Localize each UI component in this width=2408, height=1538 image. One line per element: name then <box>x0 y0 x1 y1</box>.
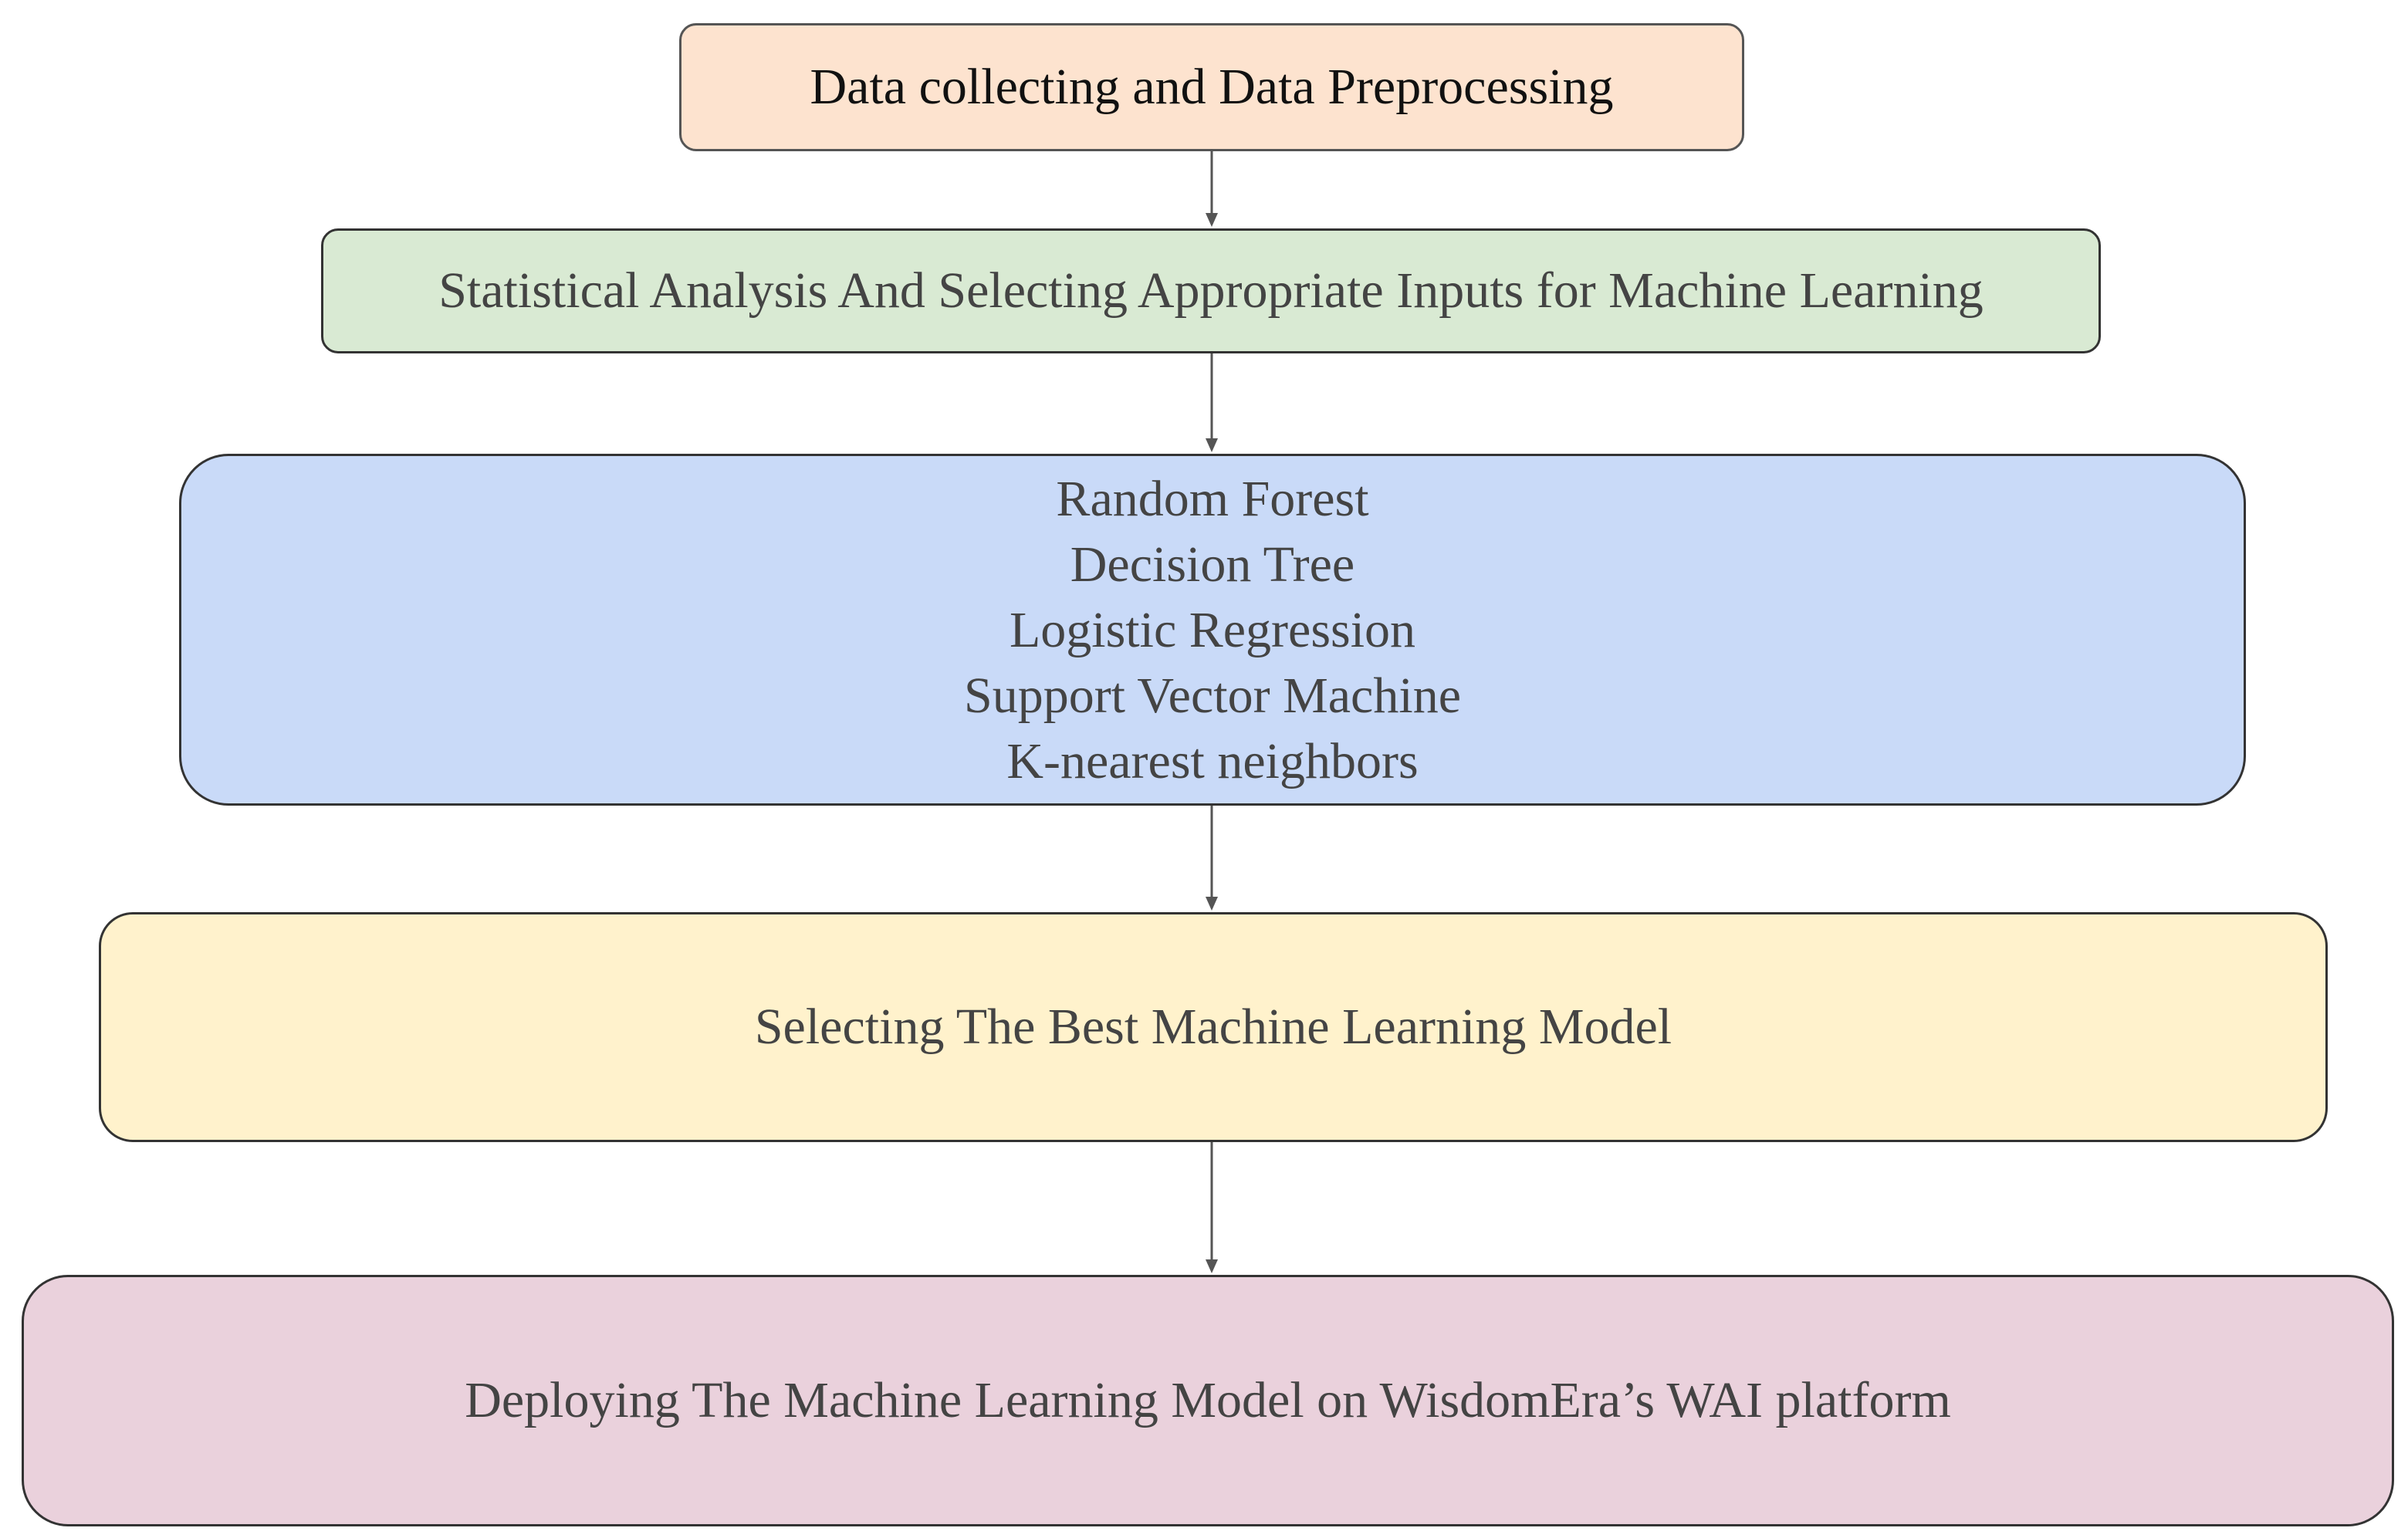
algorithm-logistic-regression: Logistic Regression <box>1009 601 1416 658</box>
step-model-selection: Selecting The Best Machine Learning Mode… <box>99 912 2328 1142</box>
arrow-step1-to-step2 <box>1206 151 1218 227</box>
step-statistical-analysis-label: Statistical Analysis And Selecting Appro… <box>438 262 1984 319</box>
algorithm-decision-tree: Decision Tree <box>1070 536 1355 593</box>
arrow-step2-to-step3 <box>1206 353 1218 452</box>
algorithm-support-vector-machine: Support Vector Machine <box>964 667 1461 724</box>
arrow-step3-to-step4 <box>1206 806 1218 911</box>
step-model-deployment-label: Deploying The Machine Learning Model on … <box>465 1372 1951 1428</box>
step-ml-algorithms: Random Forest Decision Tree Logistic Reg… <box>179 454 2246 806</box>
step-model-deployment: Deploying The Machine Learning Model on … <box>22 1275 2394 1526</box>
algorithm-k-nearest-neighbors: K-nearest neighbors <box>1006 732 1419 789</box>
step-model-selection-label: Selecting The Best Machine Learning Mode… <box>754 999 1672 1055</box>
step-data-collection-label: Data collecting and Data Preprocessing <box>810 59 1614 115</box>
arrow-step4-to-step5 <box>1206 1142 1218 1273</box>
step-statistical-analysis: Statistical Analysis And Selecting Appro… <box>321 228 2101 353</box>
step-data-collection: Data collecting and Data Preprocessing <box>679 23 1744 151</box>
algorithm-random-forest: Random Forest <box>1056 470 1369 527</box>
